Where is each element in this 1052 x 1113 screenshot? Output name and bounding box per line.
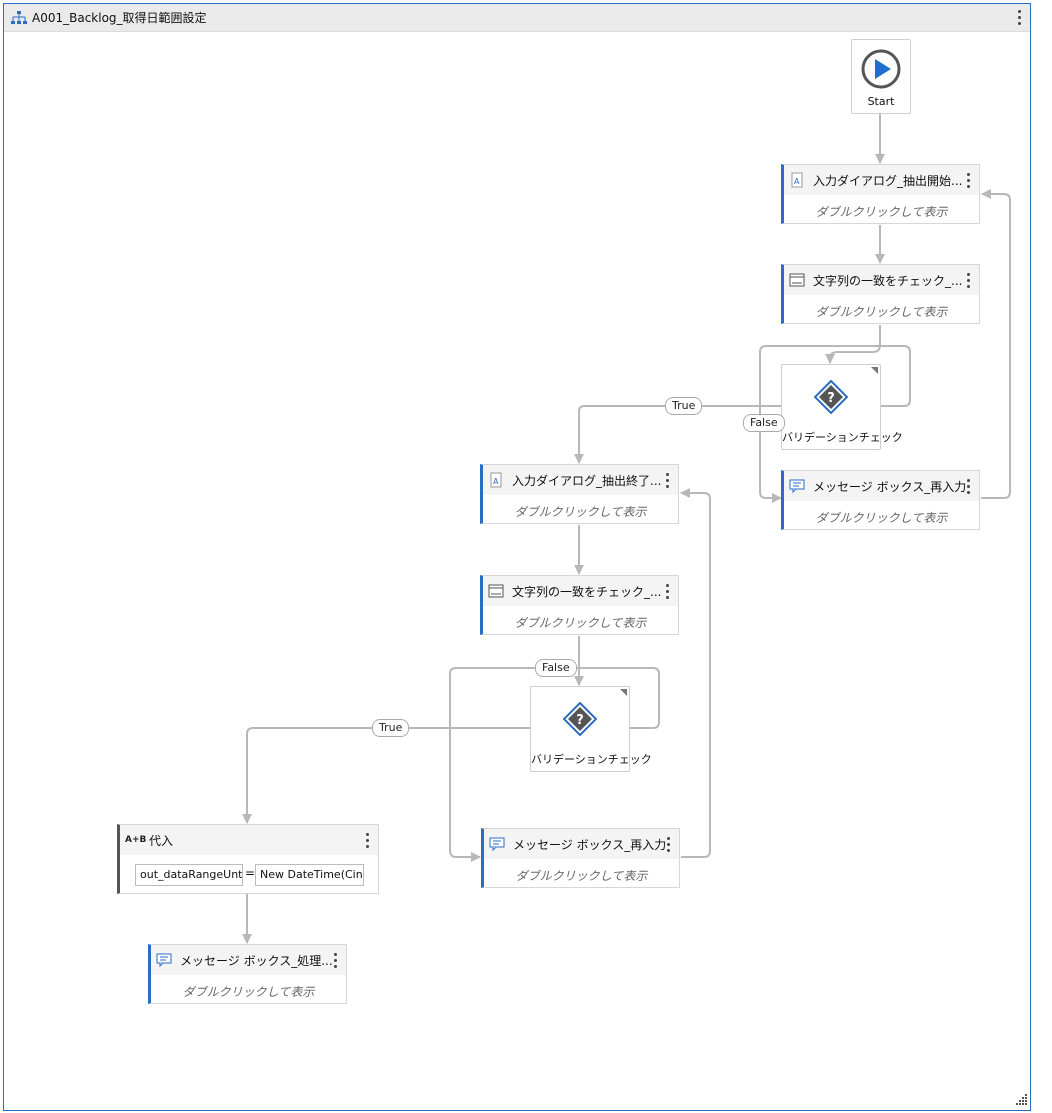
start-node[interactable]: Start: [851, 39, 911, 114]
activity-menu-icon[interactable]: [330, 951, 340, 969]
false-label-2: False: [535, 659, 577, 677]
activity-menu-icon[interactable]: [663, 835, 673, 853]
link-dec1-true: [574, 405, 781, 464]
assign-value-field[interactable]: New DateTime(Cint: [255, 864, 364, 886]
decision-label: バリデーションチェック: [782, 431, 903, 444]
svg-text:A: A: [794, 177, 800, 186]
activity-label: 入力ダイアログ_抽出開始...: [813, 174, 963, 188]
activity-hint: ダブルクリックして表示: [514, 505, 647, 519]
link-dec1-loop: [759, 345, 911, 503]
input-dialog-icon: A: [791, 172, 803, 188]
assign-label: 代入: [149, 834, 174, 848]
activity-hint: ダブルクリックして表示: [514, 616, 647, 630]
activity-label: 文字列の一致をチェック_...: [512, 585, 662, 599]
svg-text:A: A: [493, 477, 499, 486]
activity-menu-icon[interactable]: [662, 471, 672, 489]
decision-label: バリデーションチェック: [531, 753, 652, 766]
activity-string-check-1[interactable]: 文字列の一致をチェック_... ダブルクリックして表示: [781, 264, 980, 324]
link-msg1-input1: [981, 189, 1011, 499]
message-icon: [789, 479, 805, 494]
decision-diamond-icon: ?: [814, 380, 848, 414]
activity-label: メッセージ ボックス_再入力: [513, 838, 667, 852]
activity-hint: ダブルクリックして表示: [815, 305, 948, 319]
activity-menu-icon[interactable]: [362, 831, 372, 849]
link-check1-dec1: [825, 325, 881, 364]
activity-message-box-retry-2[interactable]: メッセージ ボックス_再入力 ダブルクリックして表示: [481, 828, 680, 888]
activity-menu-icon[interactable]: [963, 171, 973, 189]
assign-icon: A+B: [125, 835, 147, 845]
message-icon: [489, 837, 505, 852]
start-label: Start: [867, 95, 895, 108]
decision-validation-1[interactable]: ? バリデーションチェック: [781, 364, 903, 450]
activity-label: 文字列の一致をチェック_...: [813, 274, 963, 288]
activity-menu-icon[interactable]: [662, 582, 672, 600]
activity-menu-icon[interactable]: [963, 477, 973, 495]
decision-validation-2[interactable]: ? バリデーションチェック: [530, 686, 652, 772]
false-label-1: False: [743, 414, 785, 432]
svg-text:?: ?: [576, 713, 584, 728]
true-label-1: True: [665, 397, 703, 415]
link-dec2-true: [242, 727, 530, 824]
assign-to-field[interactable]: out_dataRangeUnt: [135, 864, 243, 886]
assign-equals: =: [245, 866, 256, 880]
activity-hint: ダブルクリックして表示: [515, 869, 648, 883]
activity-label: メッセージ ボックス_処理...: [180, 954, 333, 968]
activity-hint: ダブルクリックして表示: [182, 985, 315, 999]
window-icon: [488, 584, 504, 598]
title-bar: A001_Backlog_取得日範囲設定: [4, 4, 1030, 32]
true-label-2: True: [372, 719, 410, 737]
activity-label: メッセージ ボックス_再入力: [813, 480, 967, 494]
activity-hint: ダブルクリックして表示: [815, 511, 948, 525]
flowchart-icon: [11, 10, 27, 29]
svg-text:?: ?: [827, 391, 835, 406]
activity-hint: ダブルクリックして表示: [815, 205, 948, 219]
activity-message-box-done[interactable]: メッセージ ボックス_処理... ダブルクリックして表示: [148, 944, 347, 1004]
input-dialog-icon: A: [490, 472, 502, 488]
activity-label: 入力ダイアログ_抽出終了...: [512, 474, 662, 488]
workflow-title: A001_Backlog_取得日範囲設定: [32, 11, 207, 25]
activity-input-dialog-end[interactable]: A 入力ダイアログ_抽出終了... ダブルクリックして表示: [480, 464, 679, 524]
activity-message-box-retry-1[interactable]: メッセージ ボックス_再入力 ダブルクリックして表示: [781, 470, 980, 530]
message-icon: [156, 953, 172, 968]
title-more-menu-icon[interactable]: [1014, 7, 1024, 27]
activity-string-check-2[interactable]: 文字列の一致をチェック_... ダブルクリックして表示: [480, 575, 679, 635]
decision-diamond-icon: ?: [563, 702, 597, 736]
activity-input-dialog-start[interactable]: A 入力ダイアログ_抽出開始... ダブルクリックして表示: [781, 164, 980, 224]
link-msg2-input2: [680, 488, 711, 858]
resize-grip-icon[interactable]: [1016, 1093, 1028, 1105]
window-icon: [789, 273, 805, 287]
activity-assign[interactable]: A+B 代入 out_dataRangeUnt = New DateTime(C…: [117, 824, 379, 894]
activity-menu-icon[interactable]: [963, 271, 973, 289]
play-icon: [861, 49, 901, 89]
